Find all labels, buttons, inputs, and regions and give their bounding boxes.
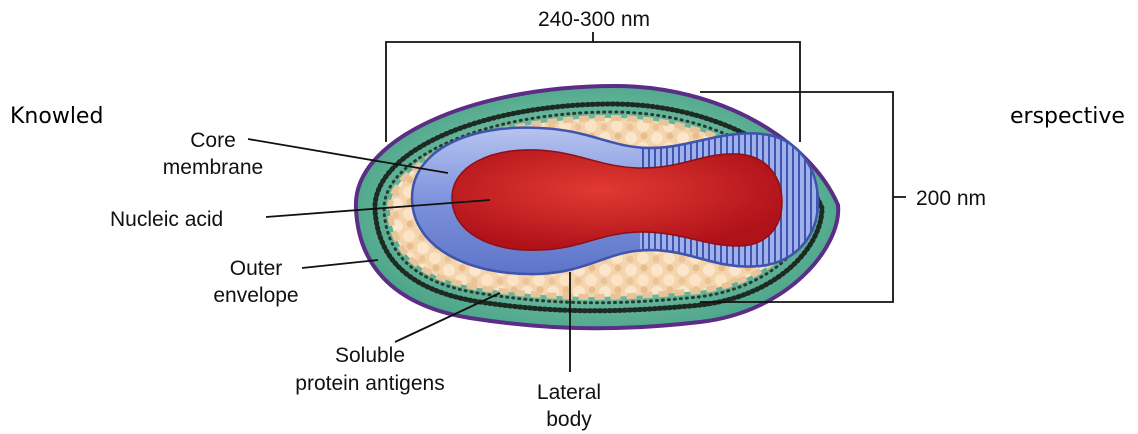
height-dimension-label: 200 nm	[916, 187, 986, 210]
soluble-protein-antigens-label-line1: Soluble	[335, 344, 405, 367]
outer-envelope-label-line1: Outer	[230, 257, 283, 280]
soluble-protein-antigens-label-line2: protein antigens	[295, 372, 444, 395]
core-membrane-label-line1: Core	[190, 129, 236, 152]
nucleic-acid-label: Nucleic acid	[110, 208, 223, 231]
lateral-body-label-line1: Lateral	[537, 381, 601, 404]
outer-envelope-label-line2: envelope	[213, 284, 298, 307]
core-membrane-label-line2: membrane	[163, 156, 263, 179]
width-dimension-label: 240-300 nm	[538, 8, 650, 31]
outer-envelope-leader	[302, 260, 378, 268]
lateral-body-label-line2: body	[546, 408, 592, 431]
